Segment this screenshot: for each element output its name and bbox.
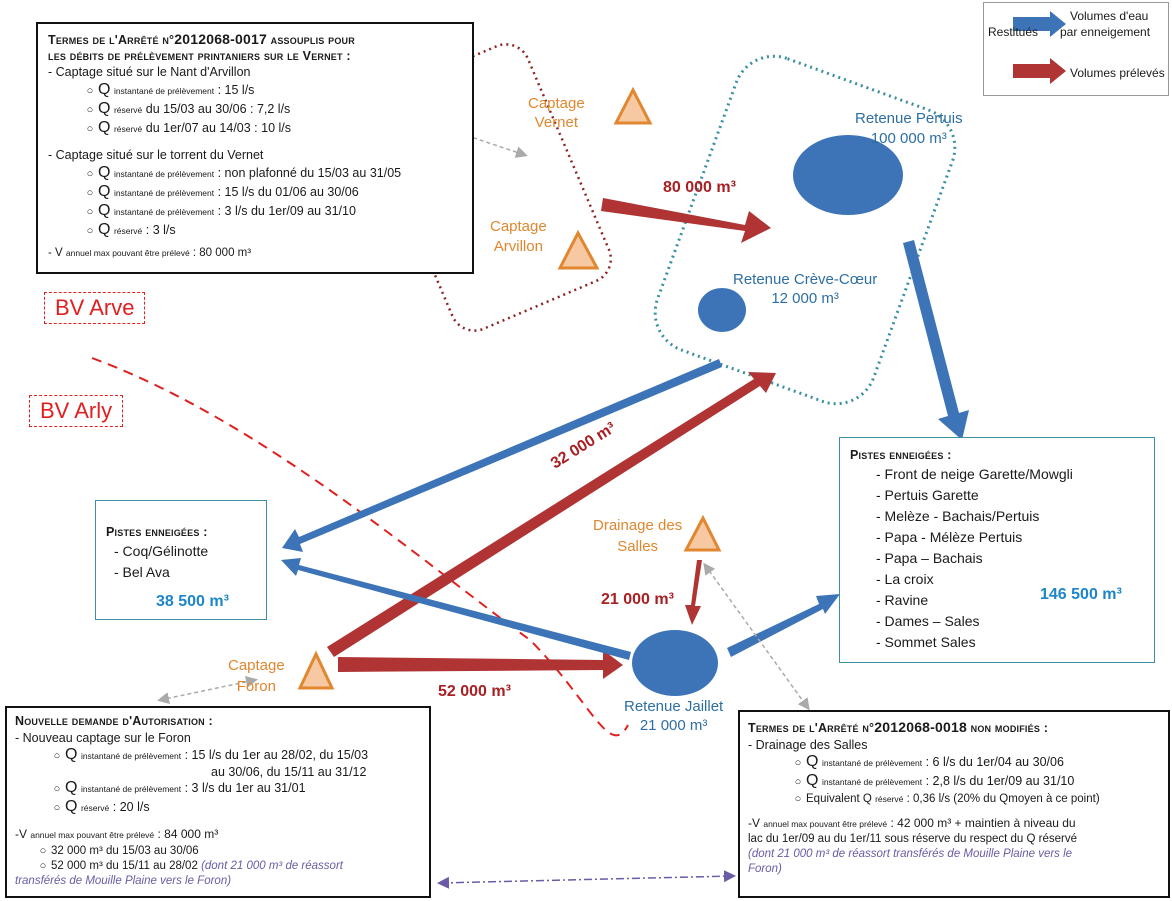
piste-item: - Melèze - Bachais/Pertuis — [876, 508, 1040, 524]
arrete-0017-box: Termes de l'Arrêté n°2012068-0017 assoup… — [36, 22, 474, 274]
arrow-pertuis-pistes-right — [903, 240, 969, 440]
pistes-right-title: Pistes enneigées : — [850, 448, 952, 462]
arrete-0018-volume-line2: lac du 1er/09 au du 1er/11 sous réserve … — [748, 833, 1078, 845]
legend-preleves-label: Volumes prélevés — [1070, 66, 1165, 80]
bv-arve-label: BV Arve — [44, 292, 146, 324]
arrete-0018-list: ○Q instantané de prélèvement : 6 l/s du … — [794, 753, 1100, 805]
q-item: ○Q instantané de prélèvement : 15 l/s du… — [86, 183, 359, 200]
nouvelle-demande-title: Nouvelle demande d'Autorisation : — [15, 714, 213, 728]
legend-restitues-desc-2: par enneigement — [1060, 25, 1151, 39]
piste-item: - Dames – Sales — [876, 613, 980, 629]
q-item: ○Q réservé : 3 l/s — [86, 221, 176, 238]
pistes-left-title: Pistes enneigées : — [106, 525, 208, 539]
arvillon-list: ○Q instantané de prélèvement : 15 l/s ○Q … — [48, 81, 462, 138]
retenue-region-outline — [653, 54, 957, 406]
arrow-jaillet-pistes-left — [281, 558, 631, 660]
drainage-salles-triangle — [683, 514, 722, 552]
vernet-header: - Captage situé sur le torrent du Vernet — [48, 148, 264, 162]
legend-blue-arrow — [1013, 11, 1066, 37]
piste-item: - Pertuis Garette — [876, 487, 979, 503]
flow-label-drainage-jaillet: 21 000 m³ — [601, 591, 674, 608]
nouvelle-demande-list: ○Q instantané de prélèvement : 15 l/s du… — [53, 746, 369, 815]
arrow-crevecoeur-pistes-left — [282, 359, 722, 552]
arrete-0018-volume: -V annuel max pouvant être prélevé : 42 … — [748, 816, 1076, 830]
arrete-0017-title-line2: les débits de prélèvement printaniers su… — [48, 49, 351, 63]
pistes-right-box: Pistes enneigées : - Front de neige Gare… — [839, 437, 1155, 663]
connector-top-box — [417, 117, 528, 158]
legend-restitues-label: Restitués — [988, 25, 1039, 39]
retenue-jaillet-ellipse — [632, 630, 718, 696]
arrow-drainage-jaillet — [685, 560, 702, 625]
retenue-pertuis-ellipse — [793, 135, 903, 215]
q-item: ○Q instantané de prélèvement : 15 l/s — [86, 81, 255, 98]
nouvelle-demande-volume: -V annuel max pouvant être prélevé : 84 … — [15, 827, 219, 841]
piste-item: - Bel Ava — [114, 564, 170, 580]
piste-item: - Papa - Mélèze Pertuis — [876, 529, 1023, 545]
arrow-jaillet-pistes-right — [727, 594, 840, 657]
pistes-left-list: - Coq/Gélinotte - Bel Ava — [106, 541, 256, 583]
arvillon-header: - Captage situé sur le Nant d'Arvillon — [48, 65, 251, 79]
flow-label-foron-jaillet: 52 000 m³ — [438, 683, 511, 700]
piste-item: - Front de neige Garette/Mowgli — [876, 466, 1073, 482]
arrete-0018-box: Termes de l'Arrêté n°2012068-0018 non mo… — [738, 710, 1170, 898]
pistes-right-list: - Front de neige Garette/Mowgli - Pertuis… — [850, 464, 1144, 653]
captage-vernet-triangle — [613, 86, 653, 125]
piste-item: - La croix — [876, 571, 934, 587]
nouvelle-demande-header: - Nouveau captage sur le Foron — [15, 731, 191, 745]
pistes-left-box: Pistes enneigées : - Coq/Gélinotte - Bel … — [95, 500, 267, 620]
q-item: ○Q réservé du 15/03 au 30/06 : 7,2 l/s — [86, 100, 291, 117]
q-item: ○Q instantané de prélèvement : 3 l/s du … — [86, 202, 356, 219]
captage-arvillon-triangle — [557, 229, 600, 270]
vernet-list: ○Q instantané de prélèvement : non plafo… — [48, 164, 462, 240]
arrete-0018-header: - Drainage des Salles — [748, 738, 868, 752]
piste-item: - Coq/Gélinotte — [114, 543, 209, 559]
arrete-0017-title: Termes de l'Arrêté n°2012068-0017 assoup… — [48, 31, 355, 47]
connector-drainage-box — [703, 562, 810, 711]
watershed-boundary — [91, 357, 629, 737]
arrow-foron-crevecoeur — [327, 372, 776, 657]
legend: Volumes d'eau Restitués par enneigement … — [983, 2, 1169, 96]
flow-label-arvillon-pertuis: 80 000 m³ — [663, 179, 736, 196]
bv-arly-label: BV Arly — [29, 395, 124, 427]
retenue-crevecoeur-ellipse — [698, 288, 746, 332]
q-item: ○Q réservé du 1er/07 au 14/03 : 10 l/s — [86, 119, 291, 136]
arrete-0018-title: Termes de l'Arrêté n°2012068-0018 non mo… — [748, 719, 1049, 735]
piste-item: - Sommet Sales — [876, 634, 976, 650]
top-box-volume: - V annuel max pouvant être prélevé : 80… — [48, 247, 252, 259]
connector-bottom-boxes — [437, 870, 736, 889]
arrete-0018-note-2: Foron) — [748, 863, 782, 875]
pistes-right-volume: 146 500 m³ — [1040, 586, 1122, 603]
nouvelle-demande-note: transférés de Mouille Plaine vers le For… — [15, 875, 232, 887]
arrete-0018-note-1: (dont 21 000 m³ de réassort transférés d… — [748, 848, 1073, 860]
legend-restitues-desc-1: Volumes d'eau — [1070, 9, 1149, 23]
legend-red-arrow — [1013, 58, 1066, 84]
piste-item: - Papa – Bachais — [876, 550, 983, 566]
q-item: ○Q instantané de prélèvement : non plafo… — [86, 164, 402, 181]
nouvelle-demande-box: Nouvelle demande d'Autorisation : - Nouv… — [5, 706, 431, 898]
captage-foron-triangle — [297, 650, 335, 690]
arrow-arvillon-pertuis — [601, 198, 771, 243]
connector-foron-box — [157, 675, 258, 705]
pistes-left-volume: 38 500 m³ — [156, 593, 229, 610]
arrow-foron-jaillet — [338, 650, 623, 679]
piste-item: - Ravine — [876, 592, 929, 608]
